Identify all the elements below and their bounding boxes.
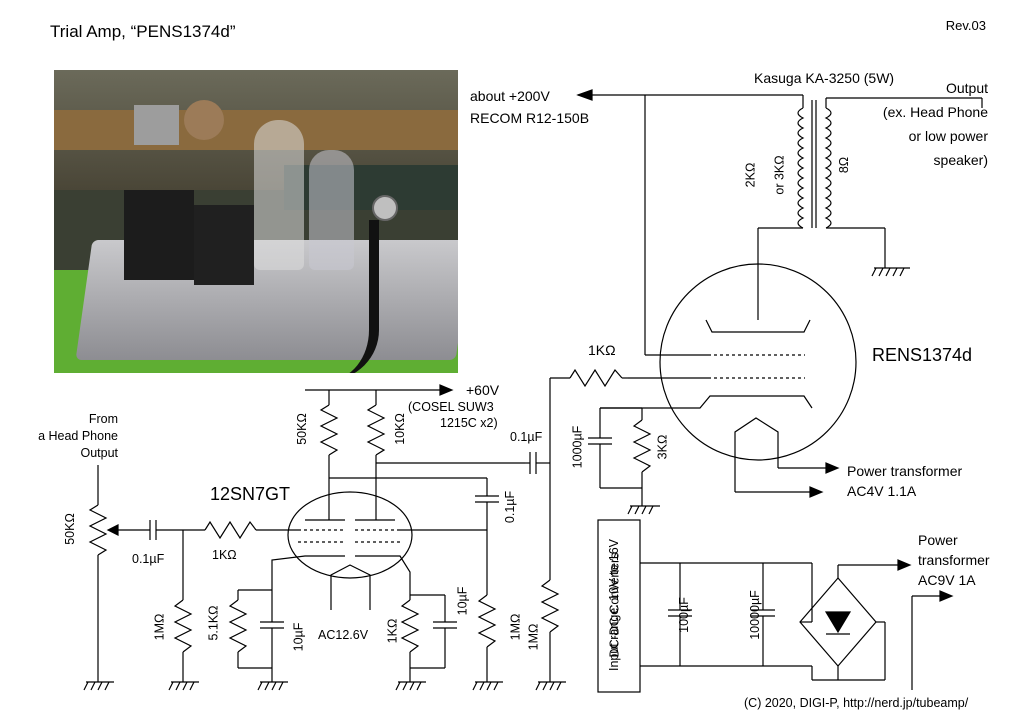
capacitor-coupling bbox=[525, 378, 551, 580]
power-tube-symbol bbox=[600, 263, 857, 498]
label-c-coupling: 0.1µF bbox=[510, 430, 543, 444]
b-plus-60v-rail bbox=[305, 384, 454, 405]
label-output-1: Output bbox=[945, 80, 988, 96]
ground-symbol-ot bbox=[871, 267, 910, 277]
revision-label: Rev.03 bbox=[945, 18, 986, 33]
label-output-3: or low power bbox=[908, 128, 988, 144]
bridge-rectifier bbox=[799, 559, 954, 690]
cathode-network-2 bbox=[395, 594, 457, 691]
page-title: Trial Amp, “PENS1374d” bbox=[50, 22, 236, 41]
label-r-grid-2: 1MΩ bbox=[508, 613, 523, 641]
copyright: (C) 2020, DIGI-P, http://nerd.jp/tubeamp… bbox=[744, 696, 969, 710]
label-input-1: From bbox=[88, 412, 118, 426]
resistor-grid-2 bbox=[472, 594, 503, 691]
resistor-grid-stopper bbox=[204, 520, 298, 540]
label-r-cathode-1: 5.1KΩ bbox=[206, 605, 221, 641]
b-plus-200v-wire bbox=[576, 89, 803, 355]
cathode-network-1 bbox=[228, 589, 288, 691]
label-input-3: Output bbox=[80, 446, 118, 460]
driver-tube-symbol bbox=[271, 491, 488, 610]
label-r-grid-stopper: 1KΩ bbox=[212, 548, 237, 562]
label-r-cathode-pwr: 3KΩ bbox=[655, 434, 670, 460]
label-pt-9v-3: AC9V 1A bbox=[918, 572, 976, 588]
label-pt-4v-2: AC4V 1.1A bbox=[847, 483, 917, 499]
label-r-plate-1: 50KΩ bbox=[294, 413, 309, 445]
label-r-grid-leak: 1MΩ bbox=[152, 613, 167, 641]
label-c-input: 0.1µF bbox=[132, 552, 165, 566]
resistor-grid-leak bbox=[168, 599, 199, 691]
dcdc-converter-box bbox=[597, 519, 812, 693]
label-r-grid-stopper-2: 1KΩ bbox=[588, 342, 616, 358]
resistor-grid-leak-2 bbox=[535, 579, 566, 691]
label-pt-9v-1: Power bbox=[918, 532, 958, 548]
input-potentiometer bbox=[88, 465, 150, 682]
label-heater: AC12.6V bbox=[318, 628, 369, 642]
label-cosel-2: 1215C x2) bbox=[440, 416, 498, 430]
psu-capacitors bbox=[668, 563, 775, 666]
label-pt-9v-2: transformer bbox=[918, 552, 990, 568]
resistor-plate-2 bbox=[366, 404, 525, 520]
amplifier-photo bbox=[54, 70, 458, 373]
resistor-grid-stopper-2 bbox=[550, 368, 628, 388]
wire-plate-junction bbox=[329, 477, 499, 530]
cathode-network-power-tube bbox=[588, 407, 660, 515]
label-dcdc-2: Input range: 10V to 16V bbox=[607, 538, 622, 672]
label-input-2: a Head Phone bbox=[38, 429, 118, 443]
label-vr-input: 50KΩ bbox=[62, 513, 77, 545]
label-c-cathode-1: 10µF bbox=[291, 622, 306, 652]
label-r-plate-2: 10KΩ bbox=[392, 413, 407, 445]
label-ot-primary-1: 2KΩ bbox=[743, 162, 758, 188]
capacitor-input bbox=[149, 520, 205, 600]
label-recom: RECOM R12-150B bbox=[470, 110, 590, 126]
label-power-tube: RENS1374d bbox=[872, 345, 973, 365]
label-r-cathode-2: 1KΩ bbox=[385, 618, 400, 644]
label-c-psu-1: 100µF bbox=[676, 597, 691, 633]
ground-symbol-input bbox=[83, 681, 114, 691]
label-cosel-1: (COSEL SUW3 bbox=[408, 400, 494, 414]
label-ot-secondary: 8Ω bbox=[837, 156, 852, 174]
resistor-plate-1 bbox=[319, 404, 339, 520]
label-pt-4v-1: Power transformer bbox=[847, 463, 963, 479]
label-c-feedback: 0.1µF bbox=[503, 490, 518, 524]
label-c-cathode-pwr: 1000µF bbox=[570, 425, 585, 469]
label-r-grid-leak-2: 1MΩ bbox=[526, 623, 541, 651]
label-output-2: (ex. Head Phone bbox=[882, 104, 988, 120]
label-b-plus-200v: about +200V bbox=[470, 88, 550, 104]
label-c-cathode-2: 10µF bbox=[455, 586, 470, 616]
label-c-psu-2: 10000µF bbox=[747, 590, 762, 640]
output-transformer bbox=[757, 95, 983, 320]
label-driver-tube: 12SN7GT bbox=[210, 484, 291, 504]
label-ot-primary-2: or 3KΩ bbox=[772, 155, 787, 195]
label-b-plus-60v: +60V bbox=[466, 382, 500, 398]
label-transformer-name: Kasuga KA-3250 (5W) bbox=[754, 70, 895, 86]
label-output-4: speaker) bbox=[933, 152, 988, 168]
